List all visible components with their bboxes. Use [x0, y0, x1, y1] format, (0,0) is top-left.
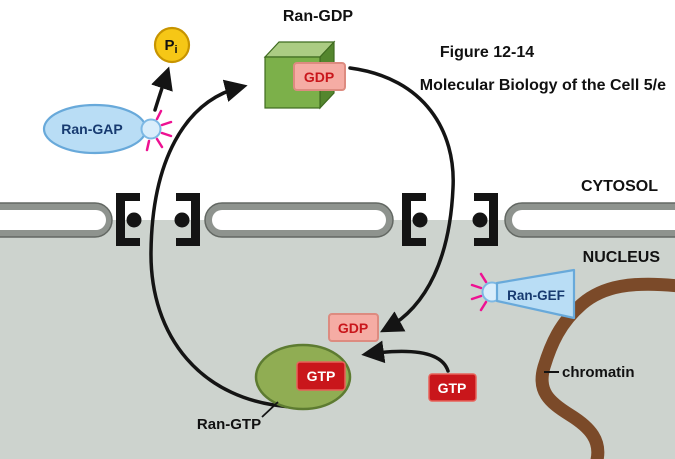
gtp-free-label: GTP	[438, 380, 467, 396]
ran-gtp-hydrolysis-arrow	[149, 79, 295, 409]
nuclear-pore-complex-left	[116, 193, 200, 246]
cycle-arrows	[149, 66, 455, 409]
gtp-bound-tag	[296, 361, 346, 391]
pi-label: Pi	[164, 37, 177, 56]
gtp-bound-label: GTP	[307, 368, 336, 384]
ran-gap-spark	[145, 109, 173, 152]
spark-ray	[155, 109, 163, 121]
pore-bracket	[474, 193, 498, 246]
nuclear-pore-complex-right	[402, 193, 498, 246]
ran-gap-active-site	[140, 118, 162, 140]
ran-gap-enzyme: Ran-GAP	[42, 103, 173, 155]
spark-ray	[470, 283, 483, 290]
spark-ray	[479, 300, 488, 312]
gdp-bound-label: GDP	[304, 69, 334, 85]
pore-granule	[412, 212, 428, 228]
phosphate-release-arrow	[151, 66, 173, 112]
pore-bracket	[116, 193, 140, 246]
ran-gef-enzyme: Ran-GEF	[470, 268, 576, 320]
pore-bracket	[402, 193, 426, 246]
chromatin-strand	[535, 277, 675, 459]
spark-ray	[479, 272, 488, 284]
ran-gtp-protein: GTP Ran-GTP	[197, 343, 352, 433]
pore-granule	[126, 212, 142, 228]
ran-gtp-pointer-line	[261, 401, 279, 418]
gtp-free-box	[428, 373, 477, 402]
ran-gtp-title: Ran-GTP	[197, 416, 261, 433]
figure-title: Figure 12-14	[440, 44, 534, 61]
membrane-lumen	[0, 210, 106, 230]
spark-ray	[145, 139, 151, 152]
gdp-released-box	[328, 313, 379, 342]
ran-gdp-title: Ran-GDP	[283, 8, 354, 25]
gdp-bound-tag	[293, 62, 346, 91]
ran-gdp-import-arrow	[348, 66, 455, 333]
membrane-segment-right	[504, 202, 675, 238]
gdp-released-label: GDP	[338, 320, 368, 336]
ran-gap-label: Ran-GAP	[61, 121, 122, 137]
membrane-lumen	[512, 210, 675, 230]
spark-ray	[160, 131, 173, 138]
nuclear-envelope	[0, 193, 675, 246]
book-title: Molecular Biology of the Cell 5/e	[420, 77, 666, 94]
membrane-segment-left	[0, 202, 113, 238]
membrane-lumen	[212, 210, 386, 230]
pore-granule	[174, 212, 190, 228]
nucleus-label: NUCLEUS	[583, 249, 661, 266]
pi-phosphate: Pi	[153, 26, 191, 64]
spark-ray	[470, 294, 483, 301]
pore-bracket	[176, 193, 200, 246]
ran-gef-spark	[470, 272, 488, 312]
spark-ray	[155, 137, 164, 149]
pi-circle	[153, 26, 191, 64]
pore-granule	[472, 212, 488, 228]
gdp-released-tag: GDP	[328, 313, 379, 342]
chromatin-label: chromatin	[562, 364, 635, 381]
ran-gef-body	[495, 268, 576, 320]
ran-gdp-cube: GDP Ran-GDP	[263, 8, 354, 110]
cytosol-label: CYTOSOL	[581, 178, 658, 195]
gtp-loading-arrow	[361, 340, 450, 373]
spark-ray	[160, 120, 173, 127]
membrane-segment-middle	[204, 202, 394, 238]
gtp-free-tag: GTP	[428, 373, 477, 402]
ran-gef-label: Ran-GEF	[507, 288, 565, 303]
